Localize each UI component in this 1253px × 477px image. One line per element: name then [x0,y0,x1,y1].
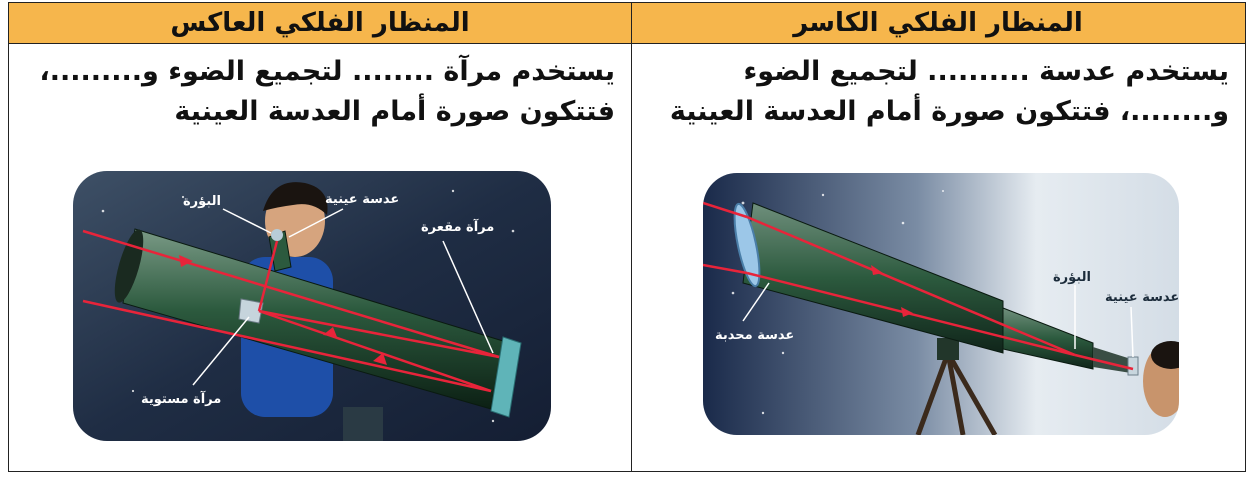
refractor-column: المنظار الفلكي الكاسر يستخدم عدسة ......… [631,3,1245,471]
reflector-line-1: يستخدم مرآة ........ لتجميع الضوء و.....… [39,56,615,87]
reflector-heading: المنظار الفلكي العاكس [9,3,631,44]
refractor-description: يستخدم عدسة .......... لتجميع الضوء و...… [631,44,1245,132]
reflector-illustration: البؤرة عدسة عينية مرآة مقعرة مرآة مستوية [73,171,551,441]
label-convex-lens: عدسة محدبة [715,328,794,343]
label-focus-refractor: البؤرة [1053,270,1091,285]
refractor-line-1: يستخدم عدسة .......... لتجميع الضوء [743,56,1229,87]
refractor-heading: المنظار الفلكي الكاسر [631,3,1245,44]
refractor-illustration: عدسة محدبة البؤرة عدسة عينية [703,173,1179,435]
reflector-column: المنظار الفلكي العاكس يستخدم مرآة ......… [9,3,632,471]
reflector-description: يستخدم مرآة ........ لتجميع الضوء و.....… [9,44,631,132]
reflector-line-2: فتتكون صورة أمام العدسة العينية [174,96,615,127]
label-focus-reflector: البؤرة [183,194,221,209]
label-eyepiece-reflector: عدسة عينية [325,192,399,207]
refractor-line-2: و........، فتتكون صورة أمام العدسة العين… [669,96,1229,127]
label-flat-mirror: مرآة مستوية [141,390,221,407]
label-eyepiece-refractor: عدسة عينية [1105,290,1179,305]
label-concave-mirror: مرآة مقعرة [421,218,494,235]
comparison-table: المنظار الفلكي الكاسر يستخدم عدسة ......… [8,2,1246,472]
